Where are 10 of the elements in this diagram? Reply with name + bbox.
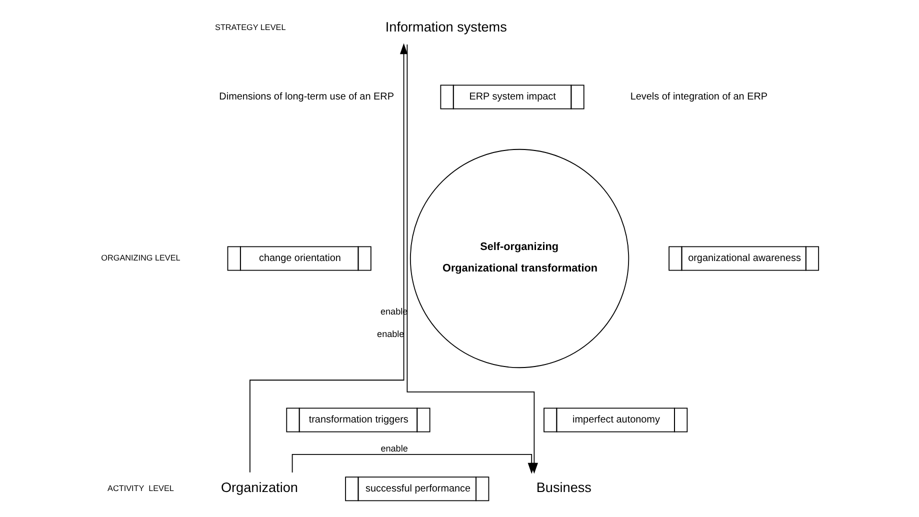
- label: STRATEGY LEVEL: [215, 23, 286, 32]
- label: ORGANIZING LEVEL: [101, 253, 180, 262]
- edge-label: enable: [377, 329, 404, 340]
- label: ACTIVITY LEVEL: [108, 484, 174, 493]
- node-text: Information systems: [385, 19, 507, 34]
- node-text: Organization: [220, 480, 298, 496]
- label: Levels of integration of an ERP: [630, 92, 768, 103]
- node-text: Business: [536, 480, 592, 496]
- label: Dimensions of long-term use of an ERP: [219, 92, 394, 103]
- edge-label: enable: [380, 444, 408, 454]
